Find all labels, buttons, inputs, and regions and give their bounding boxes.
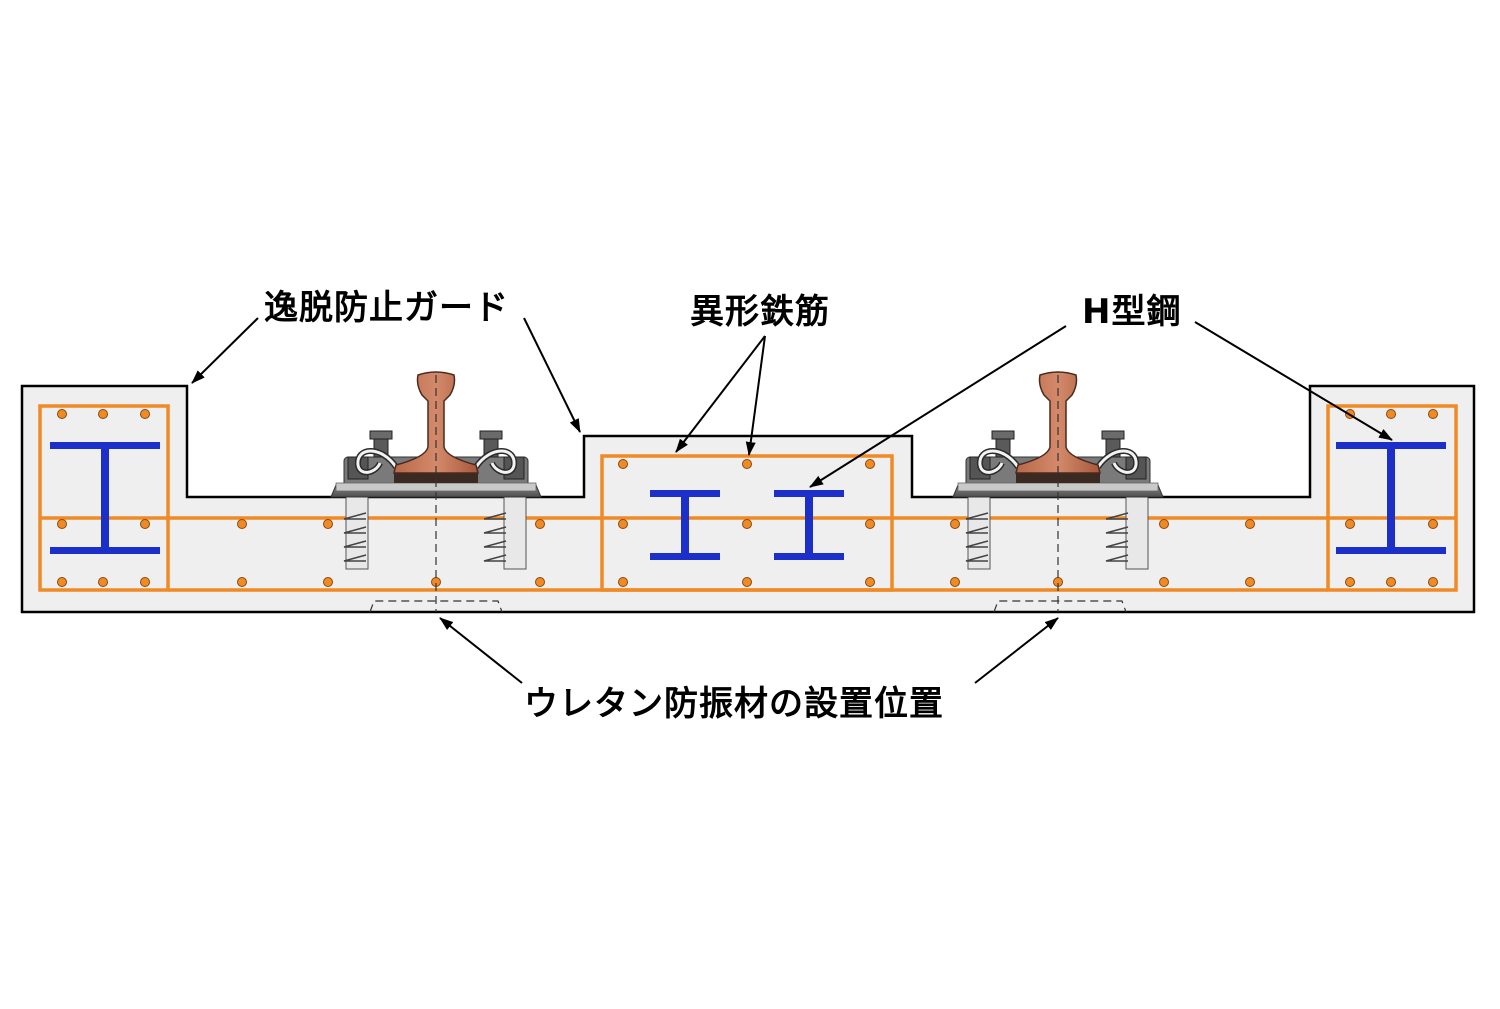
rebar-dot — [1245, 519, 1255, 529]
rebar-dot — [140, 519, 150, 529]
rebar-dot — [618, 459, 628, 469]
rebar-dot — [1345, 577, 1355, 587]
concrete-slab — [20, 384, 1476, 614]
rebar-dot — [323, 577, 333, 587]
h-steel-center-1 — [650, 490, 720, 560]
arrow-hsteel-right — [1194, 321, 1393, 441]
rebar-dot — [237, 519, 247, 529]
arrow-rebar-1 — [675, 335, 766, 453]
rebar-dot — [1428, 519, 1438, 529]
rebar-dot — [57, 519, 67, 529]
rebar-dot — [237, 577, 247, 587]
arrow-rebar-2 — [745, 335, 766, 456]
rebar-dot — [57, 577, 67, 587]
label-urethane-position: ウレタン防振材の設置位置 — [524, 684, 944, 724]
rebar-dot — [1245, 577, 1255, 587]
rebar-dot — [865, 459, 875, 469]
urethane-pad-marks — [369, 375, 1127, 613]
rebar-dot — [1159, 577, 1169, 587]
label-derailment-guard: 逸脱防止ガード — [264, 288, 509, 328]
rebar-dot — [950, 577, 960, 587]
h-steel-beams — [50, 442, 1446, 560]
rebar-dot — [323, 519, 333, 529]
arrow-guard-center — [523, 317, 581, 433]
h-steel-right — [1336, 442, 1446, 554]
rebar-dot — [742, 459, 752, 469]
rebar-dot — [1428, 409, 1438, 419]
leader-lines — [191, 317, 1393, 684]
arrow-urethane-right — [974, 617, 1059, 684]
rebar-dot — [57, 409, 67, 419]
rebar-dot — [535, 577, 545, 587]
rebar-dot — [1428, 577, 1438, 587]
rebar-dot — [1159, 519, 1169, 529]
rebar-dot — [1345, 519, 1355, 529]
label-deformed-rebar: 異形鉄筋 — [690, 292, 830, 332]
rebar-cage — [38, 404, 1458, 592]
h-steel-left — [50, 442, 160, 554]
rebar-dot — [1386, 577, 1396, 587]
rebar-dots — [57, 409, 1438, 587]
rebar-dot — [98, 409, 108, 419]
h-steel-center-2 — [774, 490, 844, 560]
rebar-dot — [140, 409, 150, 419]
arrow-urethane-left — [439, 617, 523, 684]
rebar-dot — [950, 519, 960, 529]
rebar-dot — [535, 519, 545, 529]
rebar-dot — [618, 577, 628, 587]
arrow-guard-left — [191, 317, 259, 384]
label-h-steel: H型鋼 — [1082, 292, 1182, 332]
rebar-dot — [742, 577, 752, 587]
rebar-dot — [742, 519, 752, 529]
rebar-dot — [618, 519, 628, 529]
rebar-dot — [865, 577, 875, 587]
rebar-dot — [140, 577, 150, 587]
arrow-hsteel-center — [809, 325, 1067, 488]
rebar-dot — [98, 577, 108, 587]
rebar-dot — [865, 519, 875, 529]
rebar-dot — [1386, 409, 1396, 419]
